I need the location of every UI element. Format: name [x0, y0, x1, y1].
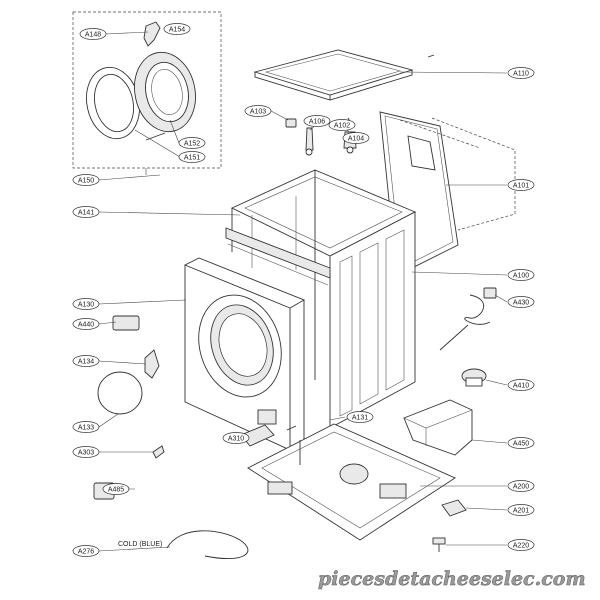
door-hook: [144, 349, 160, 379]
callout-text: A485: [108, 487, 124, 494]
leveling-foot: [432, 537, 446, 552]
callout-a104: A104: [342, 132, 370, 144]
callout-text: A152: [184, 141, 200, 148]
callout-a220: A220: [507, 539, 535, 551]
callout-a133: A133: [72, 421, 100, 433]
callout-a134: A134: [72, 355, 100, 367]
callout-text: A101: [513, 183, 529, 190]
front-panel: [184, 257, 306, 451]
gasket-clamp: [97, 371, 143, 415]
callout-a106: A106: [303, 115, 331, 127]
callout-a430: A430: [507, 296, 535, 308]
callout-a152: A152: [178, 137, 206, 149]
callout-text: A130: [78, 302, 94, 309]
callout-text: A133: [78, 425, 94, 432]
callout-text: A440: [78, 322, 94, 329]
base-frame: [247, 423, 456, 541]
callout-text: A131: [352, 415, 368, 422]
callout-a276: A276: [72, 545, 100, 557]
hose-color-label: COLD (BLUE): [118, 541, 162, 548]
callout-a100: A100: [507, 269, 535, 281]
callout-text: A110: [513, 71, 529, 78]
callout-a131: A131: [346, 411, 374, 423]
door-assembly-box: [72, 11, 222, 169]
callout-a310: A310: [222, 432, 250, 444]
callout-a103: A103: [244, 105, 272, 117]
door-hinge: [143, 21, 161, 47]
callout-a130: A130: [72, 298, 100, 310]
callout-text: A154: [169, 27, 185, 34]
callout-text: A104: [348, 136, 364, 143]
callout-a150: A150: [72, 174, 100, 186]
callout-a101: A101: [507, 179, 535, 191]
callout-text: A150: [78, 178, 94, 185]
base-bracket: [441, 499, 467, 517]
callout-text: A276: [78, 549, 94, 556]
callout-a102: A102: [328, 119, 356, 131]
leader-lines: [98, 27, 508, 552]
callout-text: A151: [184, 155, 200, 162]
callout-a201: A201: [507, 504, 535, 516]
top-plate: [253, 49, 435, 101]
inlet-hose: [166, 530, 249, 560]
callout-a410: A410: [507, 379, 535, 391]
callout-a154: A154: [163, 23, 191, 35]
control-bracket: [403, 399, 473, 456]
door-assembly-group: [72, 11, 222, 175]
callout-a440: A440: [72, 318, 100, 330]
callout-a148: A148: [79, 28, 107, 40]
callout-text: A106: [309, 119, 325, 126]
door-lock: [112, 315, 140, 331]
power-cord: [439, 287, 497, 351]
callout-text: A220: [513, 543, 529, 550]
callout-text: A102: [334, 123, 350, 130]
callout-text: A310: [228, 436, 244, 443]
drain-cover: [240, 424, 275, 447]
callout-a450: A450: [507, 437, 535, 449]
callout-text: A148: [85, 32, 101, 39]
callout-a485: A485: [102, 483, 130, 495]
callout-text: A430: [513, 300, 529, 307]
callout-text: A200: [513, 484, 529, 491]
callout-text: A410: [513, 383, 529, 390]
pressure-switch: [461, 368, 487, 387]
callout-a303: A303: [72, 446, 100, 458]
callout-text: A141: [78, 210, 94, 217]
site-watermark: piecesdetacheeselec.com: [318, 568, 586, 590]
callout-a141: A141: [72, 206, 100, 218]
cabinet: [225, 169, 417, 429]
callout-text: A450: [513, 441, 529, 448]
leveling-screw: [152, 445, 165, 459]
callout-a110: A110: [507, 67, 535, 79]
callout-text: A100: [513, 273, 529, 280]
callout-a151: A151: [178, 151, 206, 163]
callout-text: A134: [78, 359, 94, 366]
callout-text: A103: [250, 109, 266, 116]
callout-text: A201: [513, 508, 529, 515]
callout-a200: A200: [507, 480, 535, 492]
callout-text: A303: [78, 450, 94, 457]
